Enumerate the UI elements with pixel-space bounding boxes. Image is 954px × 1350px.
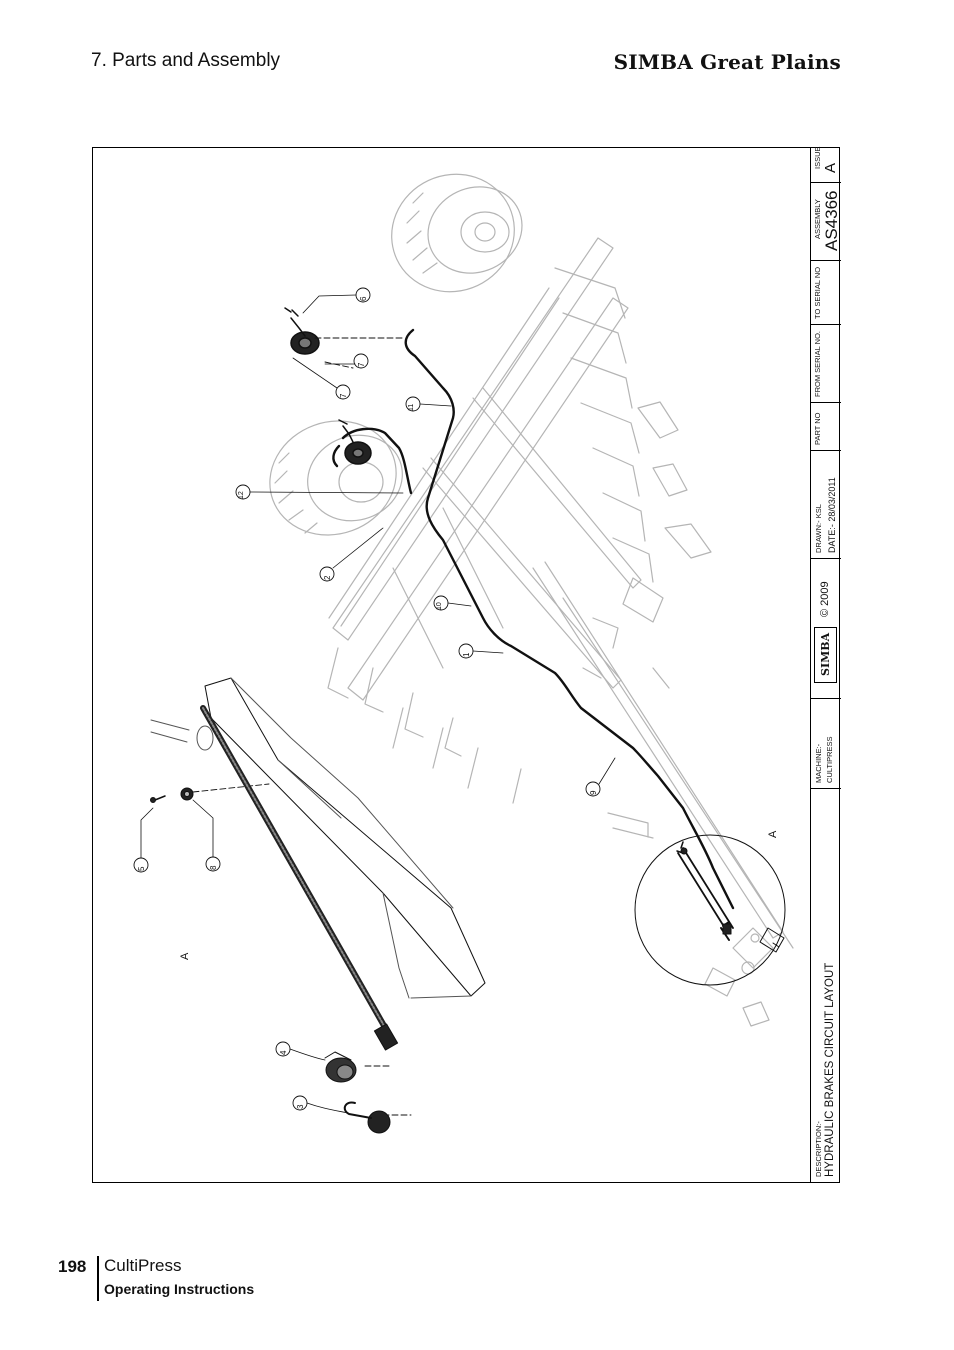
tb-machine: MACHINE:- CULTIPRESS [811, 699, 841, 789]
tb-machine-label: MACHINE:- [814, 743, 823, 783]
tb-issue-label: ISSUE [813, 146, 822, 169]
tb-assembly: ASSEMBLY AS4366 [811, 183, 841, 261]
tb-drawn: DRAWN:- KSL [814, 504, 823, 553]
callout-7a: 7 [357, 362, 366, 367]
simba-logo-text: SIMBA [819, 632, 832, 676]
brake-line [332, 328, 735, 910]
tb-logo-copyright: © 2009 SIMBA [811, 559, 841, 699]
document-subtitle: Operating Instructions [104, 1281, 255, 1297]
tb-copyright: © 2009 [819, 581, 831, 617]
callout-11: 11 [408, 403, 415, 411]
detail-circle [634, 834, 786, 986]
tb-assembly-value: AS4366 [822, 190, 841, 252]
footer-divider [97, 1256, 99, 1301]
tb-issue-value: A [822, 162, 839, 173]
tb-to-serial-label: TO SERIAL NO [813, 266, 822, 319]
tb-assembly-label: ASSEMBLY [813, 199, 822, 239]
callout-3: 3 [296, 1104, 305, 1109]
brand-logo: SIMBA Great Plains [613, 50, 841, 74]
tb-from-serial-label: FROM SERIAL NO. [813, 331, 822, 397]
tb-description-value: HYDRAULIC BRAKES CIRCUIT LAYOUT [824, 962, 836, 1177]
product-name: CultiPress [104, 1256, 182, 1275]
callout-9: 9 [589, 790, 598, 795]
detail-label-a: A [767, 830, 779, 838]
simba-logo: SIMBA [814, 627, 837, 683]
callout-circles [133, 287, 601, 1111]
machine-frame [269, 173, 794, 1027]
callout-12: 12 [238, 491, 245, 499]
tb-from-serial: FROM SERIAL NO. [811, 325, 841, 403]
callout-5: 5 [137, 866, 146, 871]
callout-6: 6 [359, 296, 368, 301]
tb-to-serial: TO SERIAL NO [811, 261, 841, 325]
callout-10: 10 [436, 602, 443, 610]
callout-1: 1 [462, 652, 471, 657]
view-label-a: A [179, 952, 191, 960]
section-title: 7. Parts and Assembly [91, 50, 281, 71]
page-number: 198 [58, 1257, 87, 1276]
callout-2: 2 [323, 575, 332, 580]
tb-drawn-date: DRAWN:- KSL DATE:- 28/03/2011 [811, 451, 841, 559]
tb-issue: ISSUE A [811, 146, 841, 183]
callout-8: 8 [209, 865, 218, 870]
tb-description-label: DESCRIPTION:- [814, 1121, 823, 1177]
assembly-drawing [133, 173, 794, 1134]
drawing-frame: 1 2 3 4 5 6 7 7 8 9 10 11 12 A A [92, 147, 840, 1183]
inset-view [150, 677, 486, 1134]
tb-date: DATE:- 28/03/2011 [827, 477, 837, 553]
callout-4: 4 [279, 1050, 288, 1055]
tb-machine-value: CULTIPRESS [825, 736, 834, 783]
brake-chamber [284, 307, 372, 465]
title-block: ISSUE A ASSEMBLY AS4366 TO SERIAL NO FRO… [810, 146, 841, 1183]
tb-part-no-label: PART NO [813, 412, 822, 445]
tb-description: DESCRIPTION:- HYDRAULIC BRAKES CIRCUIT L… [811, 789, 841, 1183]
tb-part-no: PART NO [811, 403, 841, 451]
callout-7b: 7 [339, 393, 348, 398]
